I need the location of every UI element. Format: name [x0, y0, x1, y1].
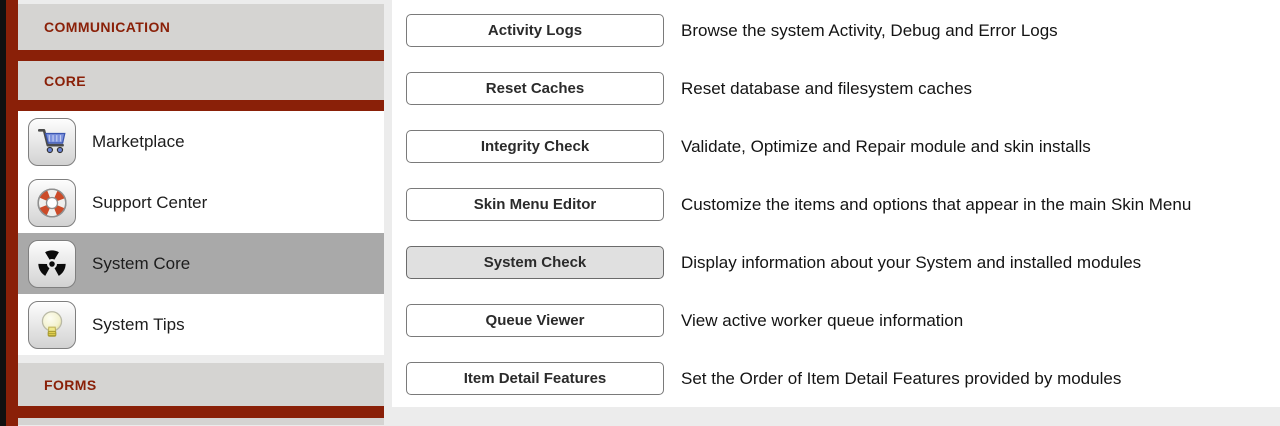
sidebar-item-label: System Tips: [92, 314, 185, 334]
shopping-cart-icon: [37, 128, 66, 153]
tool-row-reset-caches: Reset Caches Reset database and filesyst…: [392, 72, 1280, 105]
sidebar-item-label: Marketplace: [92, 131, 185, 151]
section-separator: [18, 406, 384, 418]
section-label-forms: FORMS: [44, 376, 97, 393]
tool-description: Set the Order of Item Detail Features pr…: [681, 368, 1122, 388]
tool-description: Validate, Optimize and Repair module and…: [681, 136, 1091, 156]
section-header-forms: FORMS: [18, 363, 384, 406]
icon-box: [28, 178, 76, 227]
tool-description: Reset database and filesystem caches: [681, 78, 973, 98]
tool-row-activity-logs: Activity Logs Browse the system Activity…: [392, 14, 1280, 47]
lightbulb-icon: [41, 310, 63, 337]
tool-row-system-check: System Check Display information about y…: [392, 246, 1280, 279]
skin-menu-editor-button[interactable]: Skin Menu Editor: [406, 188, 664, 221]
lifebuoy-icon: [37, 187, 67, 218]
item-detail-features-button[interactable]: Item Detail Features: [406, 362, 664, 395]
tool-row-queue-viewer: Queue Viewer View active worker queue in…: [392, 304, 1280, 337]
tool-row-integrity-check: Integrity Check Validate, Optimize and R…: [392, 130, 1280, 163]
section-header-core: CORE: [18, 61, 384, 100]
section-separator: [18, 100, 384, 111]
tool-row-item-detail-features: Item Detail Features Set the Order of It…: [392, 362, 1280, 395]
sidebar-gap: [18, 355, 384, 363]
integrity-check-button[interactable]: Integrity Check: [406, 130, 664, 163]
icon-box: [28, 117, 76, 166]
main-panel: Activity Logs Browse the system Activity…: [392, 0, 1280, 407]
sidebar-top-gap: [18, 0, 384, 4]
tool-description: Browse the system Activity, Debug and Er…: [681, 20, 1058, 40]
reset-caches-button[interactable]: Reset Caches: [406, 72, 664, 105]
sidebar-item-support-center[interactable]: Support Center: [18, 172, 384, 233]
sidebar-next-section-cropped: [18, 418, 384, 425]
sidebar-item-label: System Core: [92, 253, 191, 273]
tool-description: Customize the items and options that app…: [681, 194, 1192, 214]
sidebar-item-label: Support Center: [92, 192, 208, 212]
section-label-core: CORE: [44, 72, 87, 89]
section-label-communication: COMMUNICATION: [44, 19, 171, 35]
radiation-icon: [38, 249, 66, 276]
tool-description: Display information about your System an…: [681, 252, 1142, 272]
icon-box: [28, 239, 76, 288]
section-separator: [18, 50, 384, 61]
section-header-communication: COMMUNICATION: [18, 4, 384, 50]
sidebar-item-marketplace[interactable]: Marketplace: [18, 111, 384, 172]
left-black-edge: [0, 0, 6, 426]
system-check-button[interactable]: System Check: [406, 246, 664, 279]
sidebar: COMMUNICATION CORE Marketplace S: [6, 0, 384, 426]
sidebar-item-system-tips[interactable]: System Tips: [18, 294, 384, 355]
queue-viewer-button[interactable]: Queue Viewer: [406, 304, 664, 337]
activity-logs-button[interactable]: Activity Logs: [406, 14, 664, 47]
tool-row-skin-menu-editor: Skin Menu Editor Customize the items and…: [392, 188, 1280, 221]
tool-description: View active worker queue information: [681, 310, 964, 330]
icon-box: [28, 300, 76, 349]
sidebar-item-system-core[interactable]: System Core: [18, 233, 384, 294]
